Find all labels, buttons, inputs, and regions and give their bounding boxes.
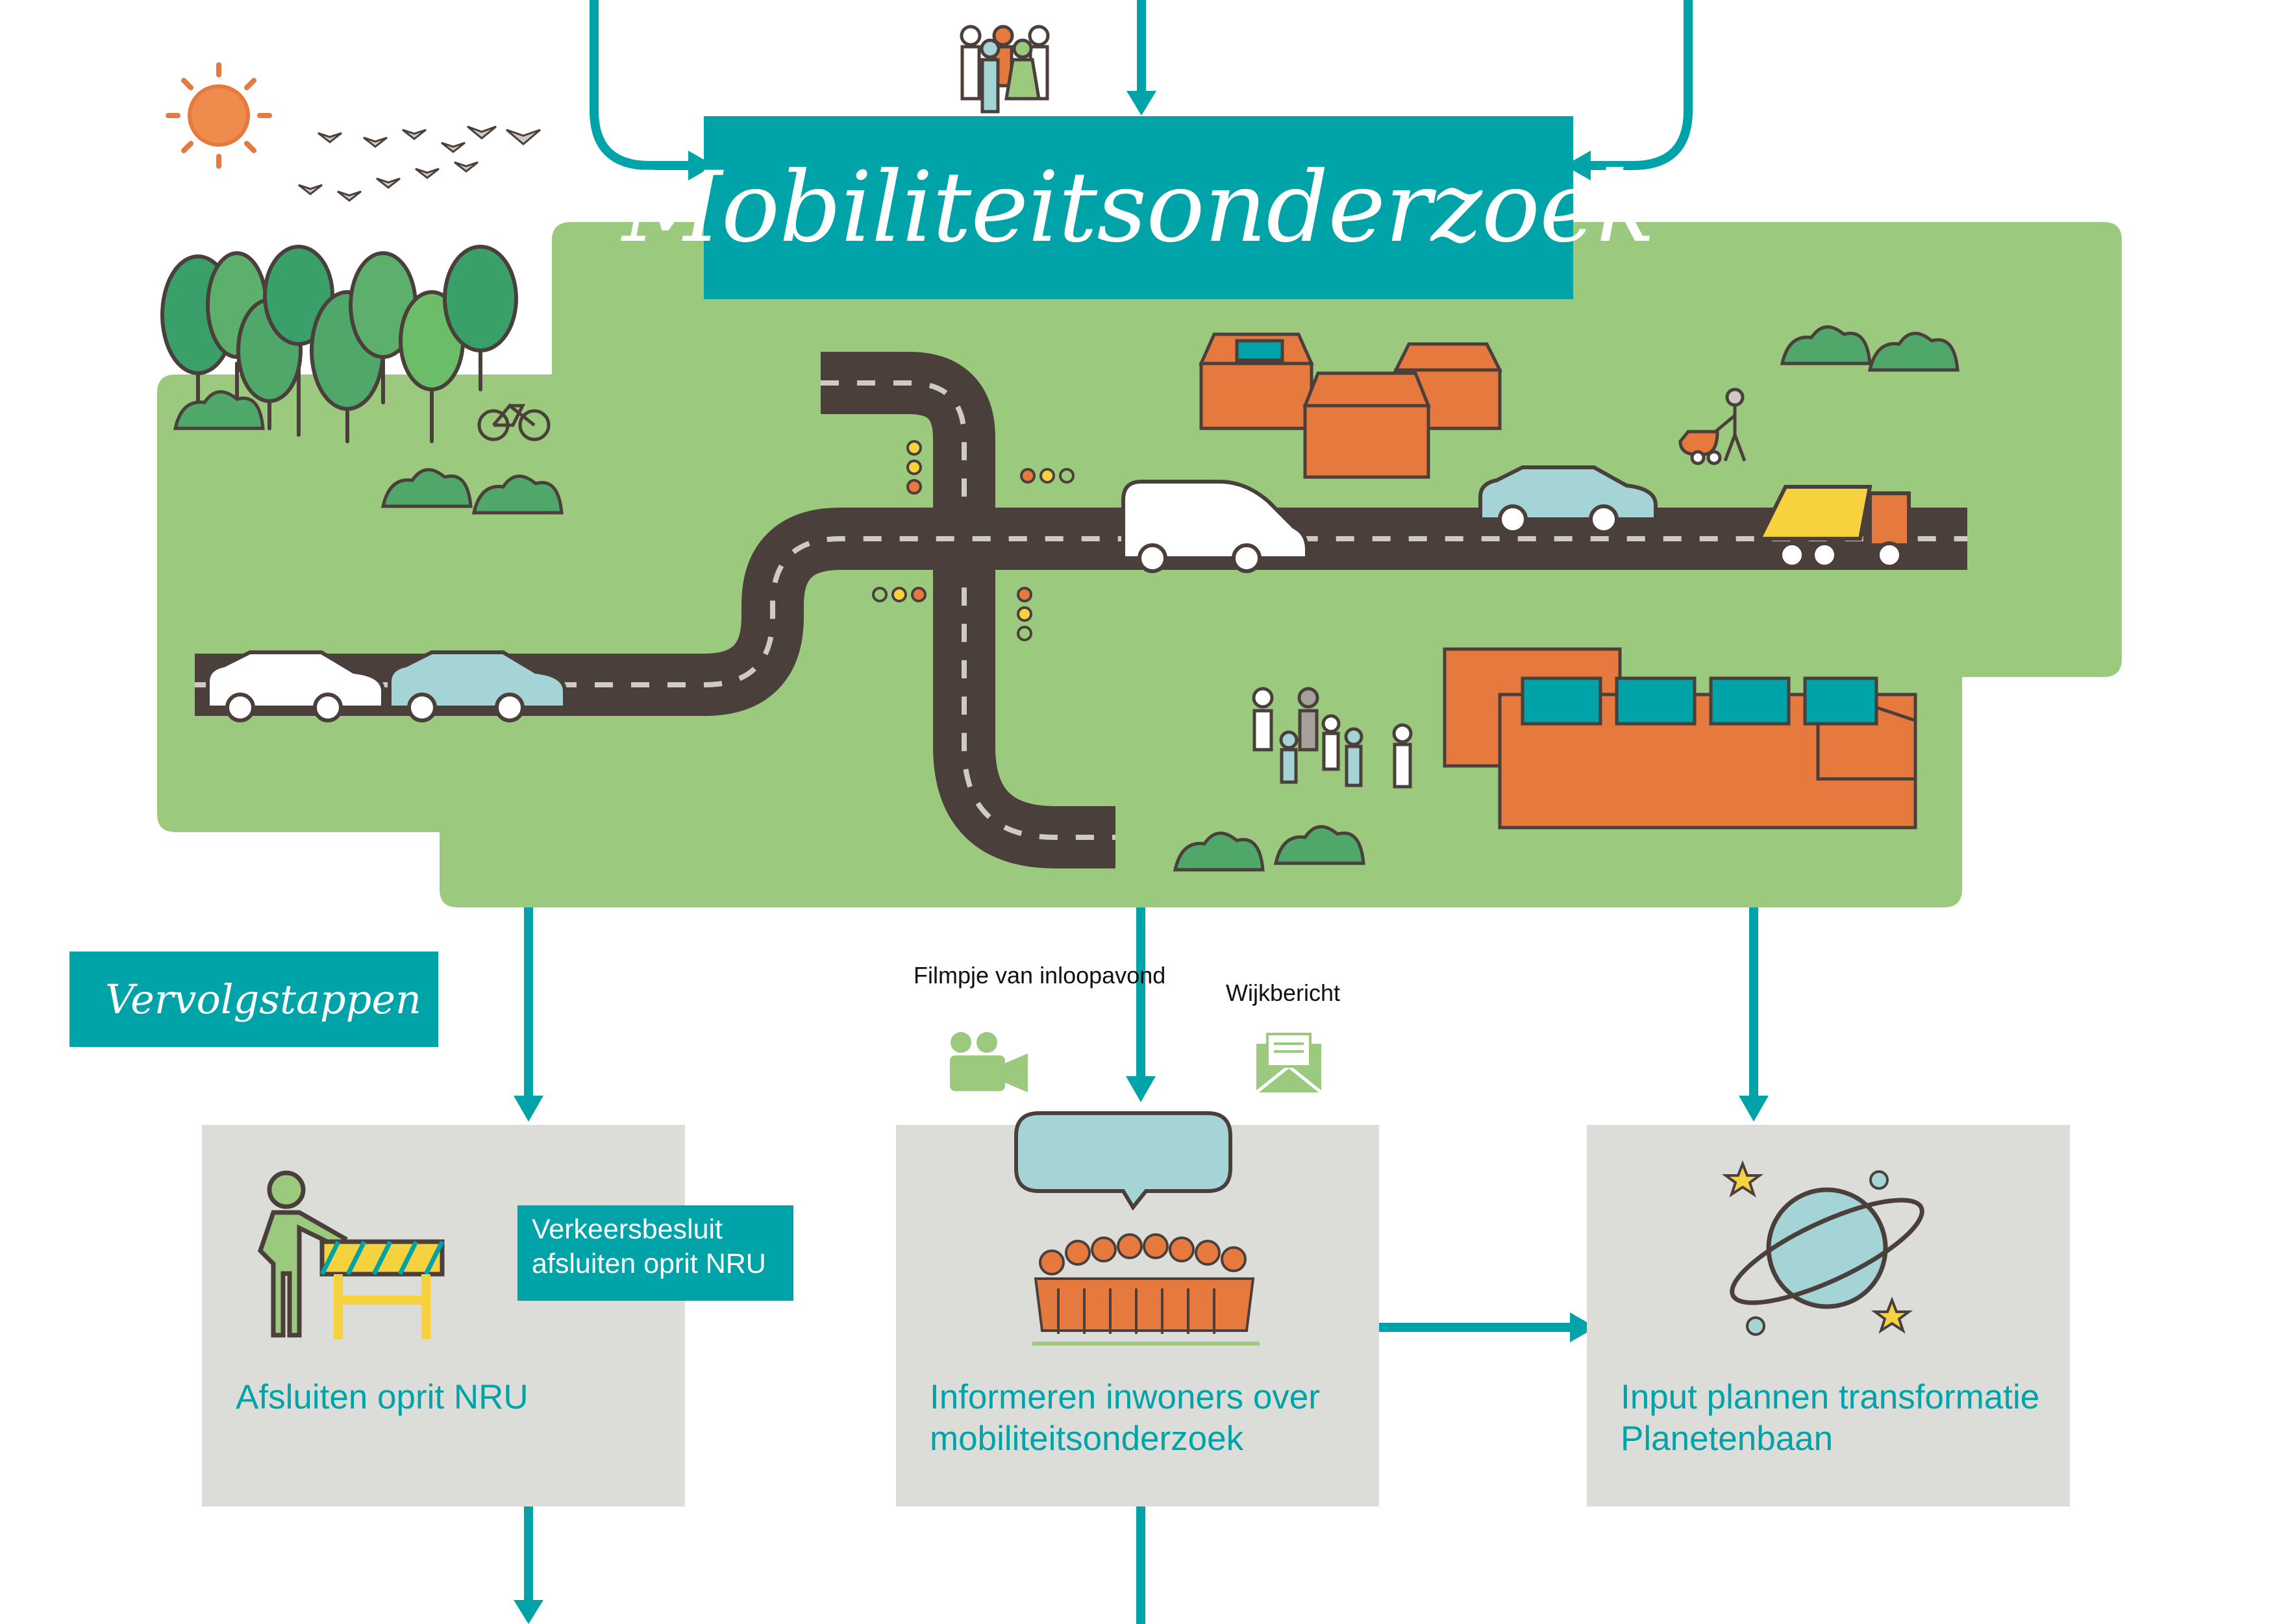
envelope-icon	[1255, 1033, 1323, 1094]
car-blue-icon	[388, 650, 567, 722]
step-label: Afsluiten oprit NRU	[236, 1378, 529, 1416]
people-group-icon	[1252, 687, 1413, 789]
next-steps-heading: Vervolgstappen	[69, 952, 438, 1047]
roads	[195, 352, 1967, 868]
sun-icon	[166, 62, 272, 169]
birds-icon	[298, 125, 541, 202]
car-parked-icon	[1478, 465, 1658, 534]
person-stroller-icon	[1678, 388, 1747, 465]
step-label: Informeren inwoners over mobiliteitsonde…	[930, 1378, 1320, 1458]
road-worker-barrier-icon	[257, 1170, 445, 1339]
down-arrows	[524, 907, 1758, 1624]
bushes-icon	[173, 325, 1960, 872]
car-white-icon	[206, 650, 385, 722]
dump-truck-icon	[1756, 485, 1911, 569]
traffic-decision-note: Verkeersbesluit afsluiten oprit NRU	[517, 1205, 793, 1301]
title-banner: Mobiliteitsonderzoek	[622, 116, 1656, 299]
factory-icon	[1443, 647, 1917, 830]
trees-icon	[160, 245, 518, 443]
newsletter-label: Wijkbericht	[1226, 979, 1341, 1006]
planet-icon	[1721, 1160, 1924, 1336]
crowd-speech-icon	[1014, 1111, 1260, 1346]
family-icon	[960, 25, 1050, 114]
down-arrow-heads	[514, 1076, 1769, 1624]
video-camera-icon	[950, 1032, 1028, 1092]
top-arrows	[590, 0, 1693, 170]
van-icon	[1121, 480, 1309, 573]
arrow-heads-top	[688, 91, 1591, 180]
page-title: Mobiliteitsonderzoek	[622, 151, 1656, 264]
traffic-lights-icon	[872, 440, 1075, 641]
video-label: Filmpje van inloopavond	[914, 962, 1166, 989]
step-panel-1: Afsluiten oprit NRU	[202, 1125, 685, 1507]
step-panel-3: Input plannen transformatie Planetenbaan	[1587, 1125, 2070, 1507]
step-label: Input plannen transformatie Planetenbaan	[1621, 1378, 2040, 1458]
bicycle-icon	[477, 403, 551, 441]
step-panel-2: Informeren inwoners over mobiliteitsonde…	[896, 1111, 1379, 1507]
houses-icon	[1199, 332, 1503, 479]
next-steps-label: Vervolgstappen	[105, 976, 421, 1023]
